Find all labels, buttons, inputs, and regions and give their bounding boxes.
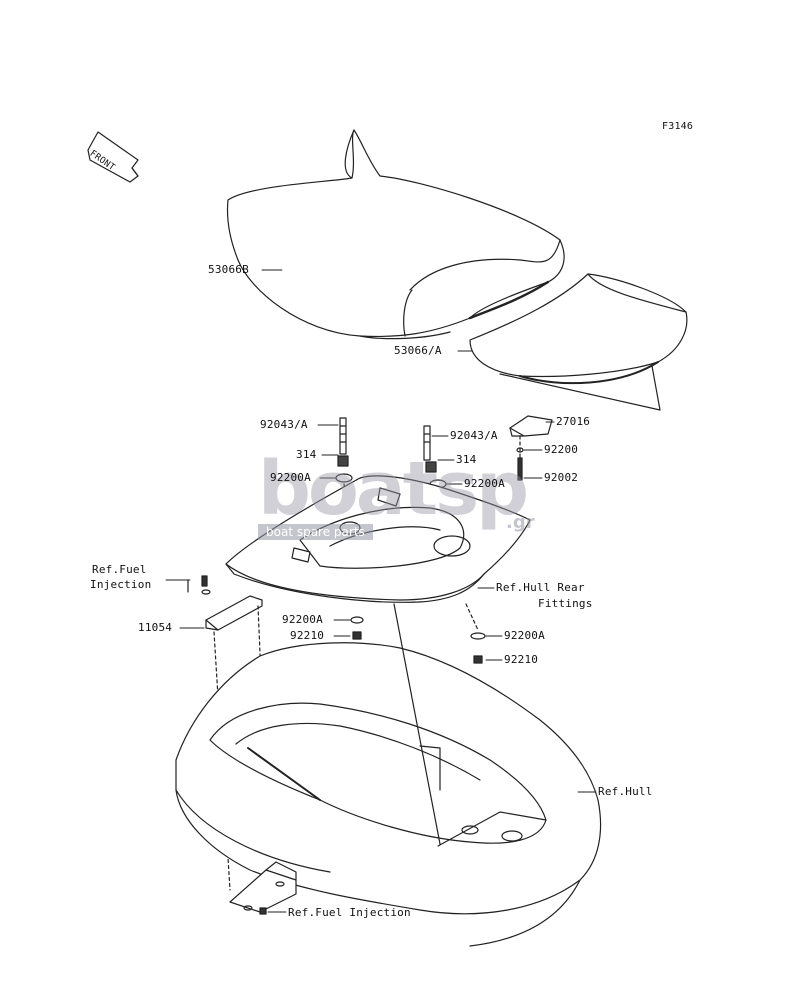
label-bolt-right: 92043/A <box>450 429 498 442</box>
front-seat-drawing <box>226 129 565 340</box>
label-nut-mid: 92210 <box>290 629 325 642</box>
label-bolt-latch: 92002 <box>544 471 579 484</box>
bottom-bracket-drawing <box>229 861 297 915</box>
label-ref-fuel-bottom: Ref.Fuel Injection <box>288 906 411 919</box>
label-ref-fuel-top-1: Ref.Fuel <box>92 563 147 576</box>
label-bolt-left: 92043/A <box>260 418 308 431</box>
label-latch: 27016 <box>556 415 591 428</box>
leader-lines <box>165 269 597 913</box>
label-ref-hull-rear-2: Fittings <box>538 597 593 610</box>
hull-drawing <box>175 603 602 947</box>
label-washer-right-top: 92200A <box>464 477 505 490</box>
label-washer-mid: 92200A <box>282 613 323 626</box>
label-ref-hull: Ref.Hull <box>598 785 653 798</box>
label-bracket: 11054 <box>138 621 173 634</box>
top-fuel-fastener-drawing <box>187 575 211 595</box>
rear-seat-drawing <box>469 273 688 411</box>
label-washer-right-low: 92200A <box>504 629 545 642</box>
label-ref-hull-rear-1: Ref.Hull Rear <box>496 581 585 594</box>
watermark-brand: boatsp <box>258 446 529 532</box>
middle-washer-nut-drawing <box>350 616 364 640</box>
label-washer-left-top: 92200A <box>270 471 311 484</box>
diagram-code: F3146 <box>662 121 694 132</box>
label-nut-right-low: 92210 <box>504 653 539 666</box>
front-arrow-icon <box>87 131 139 183</box>
label-ref-fuel-top-2: Injection <box>90 578 152 591</box>
watermark-tagline: boat spare parts <box>258 524 373 540</box>
label-314-right: 314 <box>456 453 477 466</box>
latch-drawing <box>509 415 553 481</box>
watermark-tld: .gr <box>506 512 535 533</box>
label-seat-rear: 53066/A <box>394 344 442 357</box>
label-314-left: 314 <box>296 448 317 461</box>
seat-base-drawing <box>225 475 531 603</box>
right-washer-nut-drawing <box>465 603 486 664</box>
label-seat-front: 53066B <box>208 263 249 276</box>
label-washer-latch: 92200 <box>544 443 579 456</box>
